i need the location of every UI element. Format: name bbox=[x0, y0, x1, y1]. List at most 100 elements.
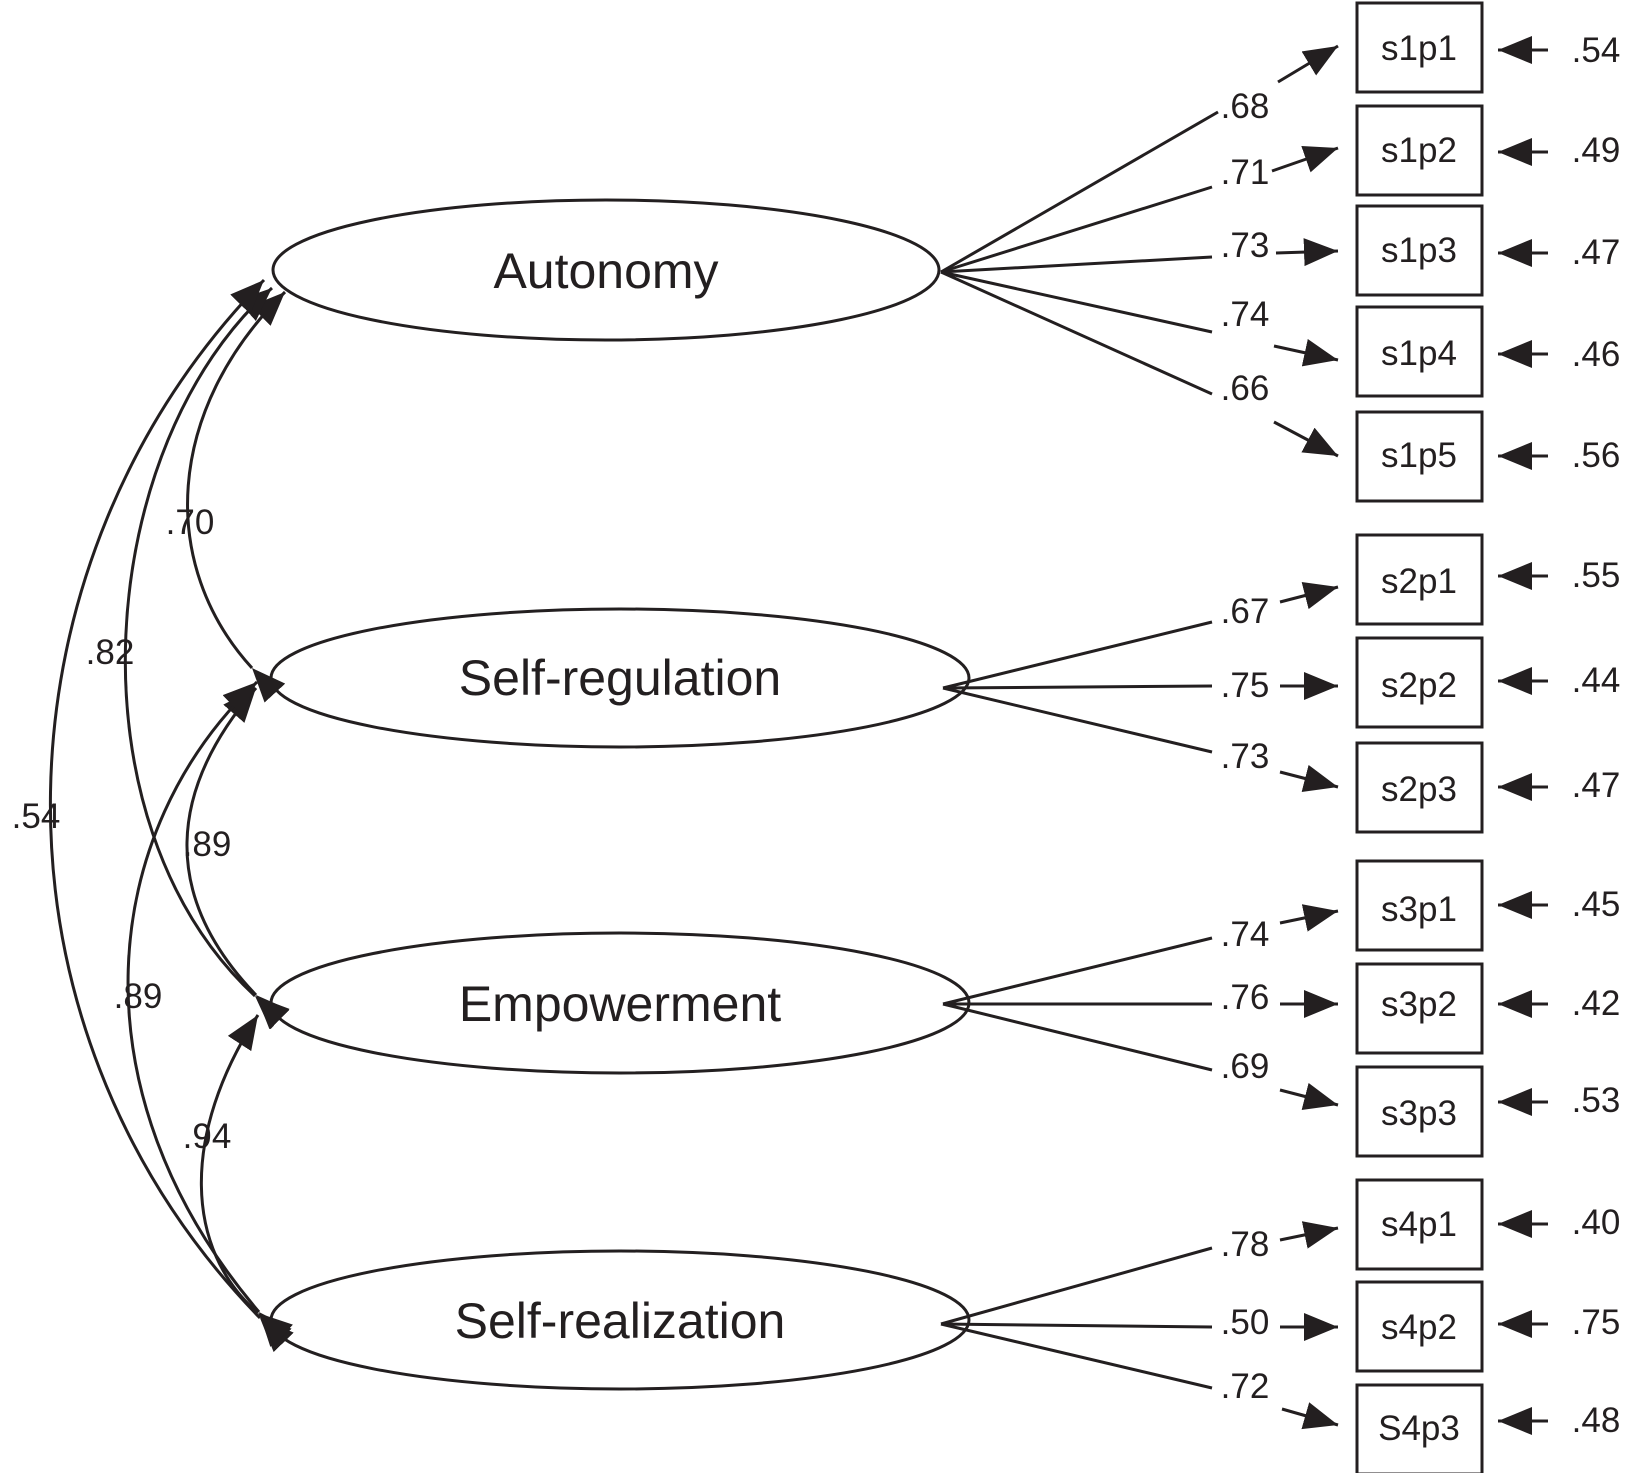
loading-value: .78 bbox=[1221, 1225, 1270, 1264]
loading-value: .68 bbox=[1221, 87, 1270, 126]
correlation-value: .89 bbox=[114, 977, 163, 1016]
loading-arrow bbox=[1273, 339, 1339, 367]
indicator-label: s3p2 bbox=[1381, 985, 1457, 1024]
loading-path bbox=[942, 686, 1213, 754]
indicator-label: s2p3 bbox=[1381, 770, 1457, 809]
loading-path bbox=[940, 1246, 1213, 1326]
loading-path bbox=[940, 110, 1219, 274]
loading-value: .66 bbox=[1221, 369, 1270, 408]
loading-path bbox=[940, 270, 1213, 396]
loading-arrow bbox=[1279, 904, 1339, 932]
factor-label-self-realization: Self-realization bbox=[455, 1293, 786, 1349]
error-value: .53 bbox=[1572, 1081, 1621, 1120]
error-value: .44 bbox=[1572, 661, 1621, 700]
loading-arrow bbox=[1281, 1402, 1339, 1430]
error-value: .47 bbox=[1572, 233, 1621, 272]
indicator-label: s1p2 bbox=[1381, 131, 1457, 170]
loading-path bbox=[940, 255, 1213, 274]
loading-arrow bbox=[1273, 420, 1339, 458]
loading-path bbox=[940, 185, 1213, 274]
indicator-box bbox=[1355, 859, 1484, 952]
error-value: .48 bbox=[1572, 1401, 1621, 1440]
loading-path bbox=[942, 684, 1213, 690]
loading-arrow bbox=[1279, 1082, 1339, 1111]
loading-path bbox=[940, 1322, 1213, 1329]
indicator-label: s1p1 bbox=[1381, 29, 1457, 68]
loading-arrow bbox=[1277, 44, 1339, 84]
factor-label-empowerment: Empowerment bbox=[459, 976, 781, 1032]
loading-path bbox=[942, 936, 1213, 1006]
indicator-label: s4p1 bbox=[1381, 1205, 1457, 1244]
loading-arrow bbox=[1279, 764, 1339, 793]
factor-group: Autonomy Self-regulation Empowerment Sel… bbox=[269, 198, 971, 1391]
indicator-box bbox=[1355, 533, 1484, 626]
correlation-arc-autonomy-self-realization bbox=[49, 278, 294, 1353]
loading-path bbox=[940, 1322, 1213, 1390]
loading-value: .50 bbox=[1221, 1303, 1270, 1342]
error-value: .42 bbox=[1572, 984, 1621, 1023]
error-value: .56 bbox=[1572, 436, 1621, 475]
indicator-label: s2p1 bbox=[1381, 562, 1457, 601]
error-arrow-group bbox=[1498, 36, 1548, 1435]
indicator-box bbox=[1355, 636, 1484, 729]
indicator-box bbox=[1355, 305, 1484, 398]
correlation-label-group: .70 .82 .54 .89 .89 .94 bbox=[12, 503, 232, 1156]
loading-value: .75 bbox=[1221, 666, 1270, 705]
indicator-box bbox=[1355, 1280, 1484, 1373]
factor-label-self-regulation: Self-regulation bbox=[459, 650, 781, 706]
error-value: .47 bbox=[1572, 766, 1621, 805]
indicator-box bbox=[1355, 204, 1484, 297]
indicator-label: s1p5 bbox=[1381, 436, 1457, 475]
error-value: .49 bbox=[1572, 131, 1621, 170]
error-value: .54 bbox=[1572, 31, 1621, 70]
loading-path bbox=[942, 1002, 1213, 1072]
loading-value: .69 bbox=[1221, 1047, 1270, 1086]
loading-path bbox=[940, 270, 1213, 334]
loading-arrow bbox=[1279, 581, 1339, 610]
loading-arrow bbox=[1271, 145, 1339, 173]
error-value: .46 bbox=[1572, 335, 1621, 374]
indicator-label: s3p1 bbox=[1381, 890, 1457, 929]
correlation-arc-autonomy-self-regulation bbox=[186, 290, 287, 703]
indicator-box bbox=[1355, 1383, 1484, 1473]
loading-value: .73 bbox=[1221, 737, 1270, 776]
indicator-box bbox=[1355, 1065, 1484, 1158]
loading-value: .74 bbox=[1221, 915, 1270, 954]
correlation-arc-self-regulation-self-realization bbox=[126, 680, 292, 1347]
correlation-value: .54 bbox=[12, 797, 61, 836]
indicator-label: s1p3 bbox=[1381, 231, 1457, 270]
loading-value: .72 bbox=[1221, 1367, 1270, 1406]
error-value: .75 bbox=[1572, 1303, 1621, 1342]
indicator-label: s1p4 bbox=[1381, 334, 1457, 373]
correlation-value: .70 bbox=[166, 503, 215, 542]
factor-label-autonomy: Autonomy bbox=[493, 243, 718, 299]
indicator-box bbox=[1355, 741, 1484, 834]
correlation-value: .89 bbox=[183, 825, 232, 864]
factor-ellipse-autonomy bbox=[271, 198, 941, 342]
loading-value: .76 bbox=[1221, 978, 1270, 1017]
indicator-label: s4p2 bbox=[1381, 1308, 1457, 1347]
loading-arrow bbox=[1279, 1221, 1339, 1249]
correlation-value: .82 bbox=[86, 633, 135, 672]
loading-value: .67 bbox=[1221, 592, 1270, 631]
loading-label-group: .68 .71 .73 .74 .66 .67 .75 .73 .74 .76 … bbox=[1221, 87, 1270, 1406]
correlation-arc-empowerment-self-realization bbox=[199, 1014, 293, 1346]
loading-path bbox=[942, 620, 1213, 690]
indicator-label: s3p3 bbox=[1381, 1094, 1457, 1133]
loading-value: .74 bbox=[1221, 295, 1270, 334]
error-value: .55 bbox=[1572, 556, 1621, 595]
correlation-value: .94 bbox=[183, 1117, 232, 1156]
loading-arrow bbox=[1275, 238, 1339, 267]
indicator-label: S4p3 bbox=[1378, 1409, 1460, 1448]
indicator-box bbox=[1355, 104, 1484, 197]
indicator-group: s1p1 s1p2 s1p3 s1p4 s1p5 s2p1 s2p2 s2p3 … bbox=[1355, 1, 1484, 1473]
loading-path-group bbox=[940, 44, 1339, 1430]
indicator-box bbox=[1355, 962, 1484, 1055]
error-value: .40 bbox=[1572, 1203, 1621, 1242]
loading-value: .71 bbox=[1221, 153, 1270, 192]
error-label-group: .54 .49 .47 .46 .56 .55 .44 .47 .45 .42 … bbox=[1572, 31, 1621, 1440]
indicator-box bbox=[1355, 1, 1484, 94]
indicator-label: s2p2 bbox=[1381, 666, 1457, 705]
error-value: .45 bbox=[1572, 885, 1621, 924]
